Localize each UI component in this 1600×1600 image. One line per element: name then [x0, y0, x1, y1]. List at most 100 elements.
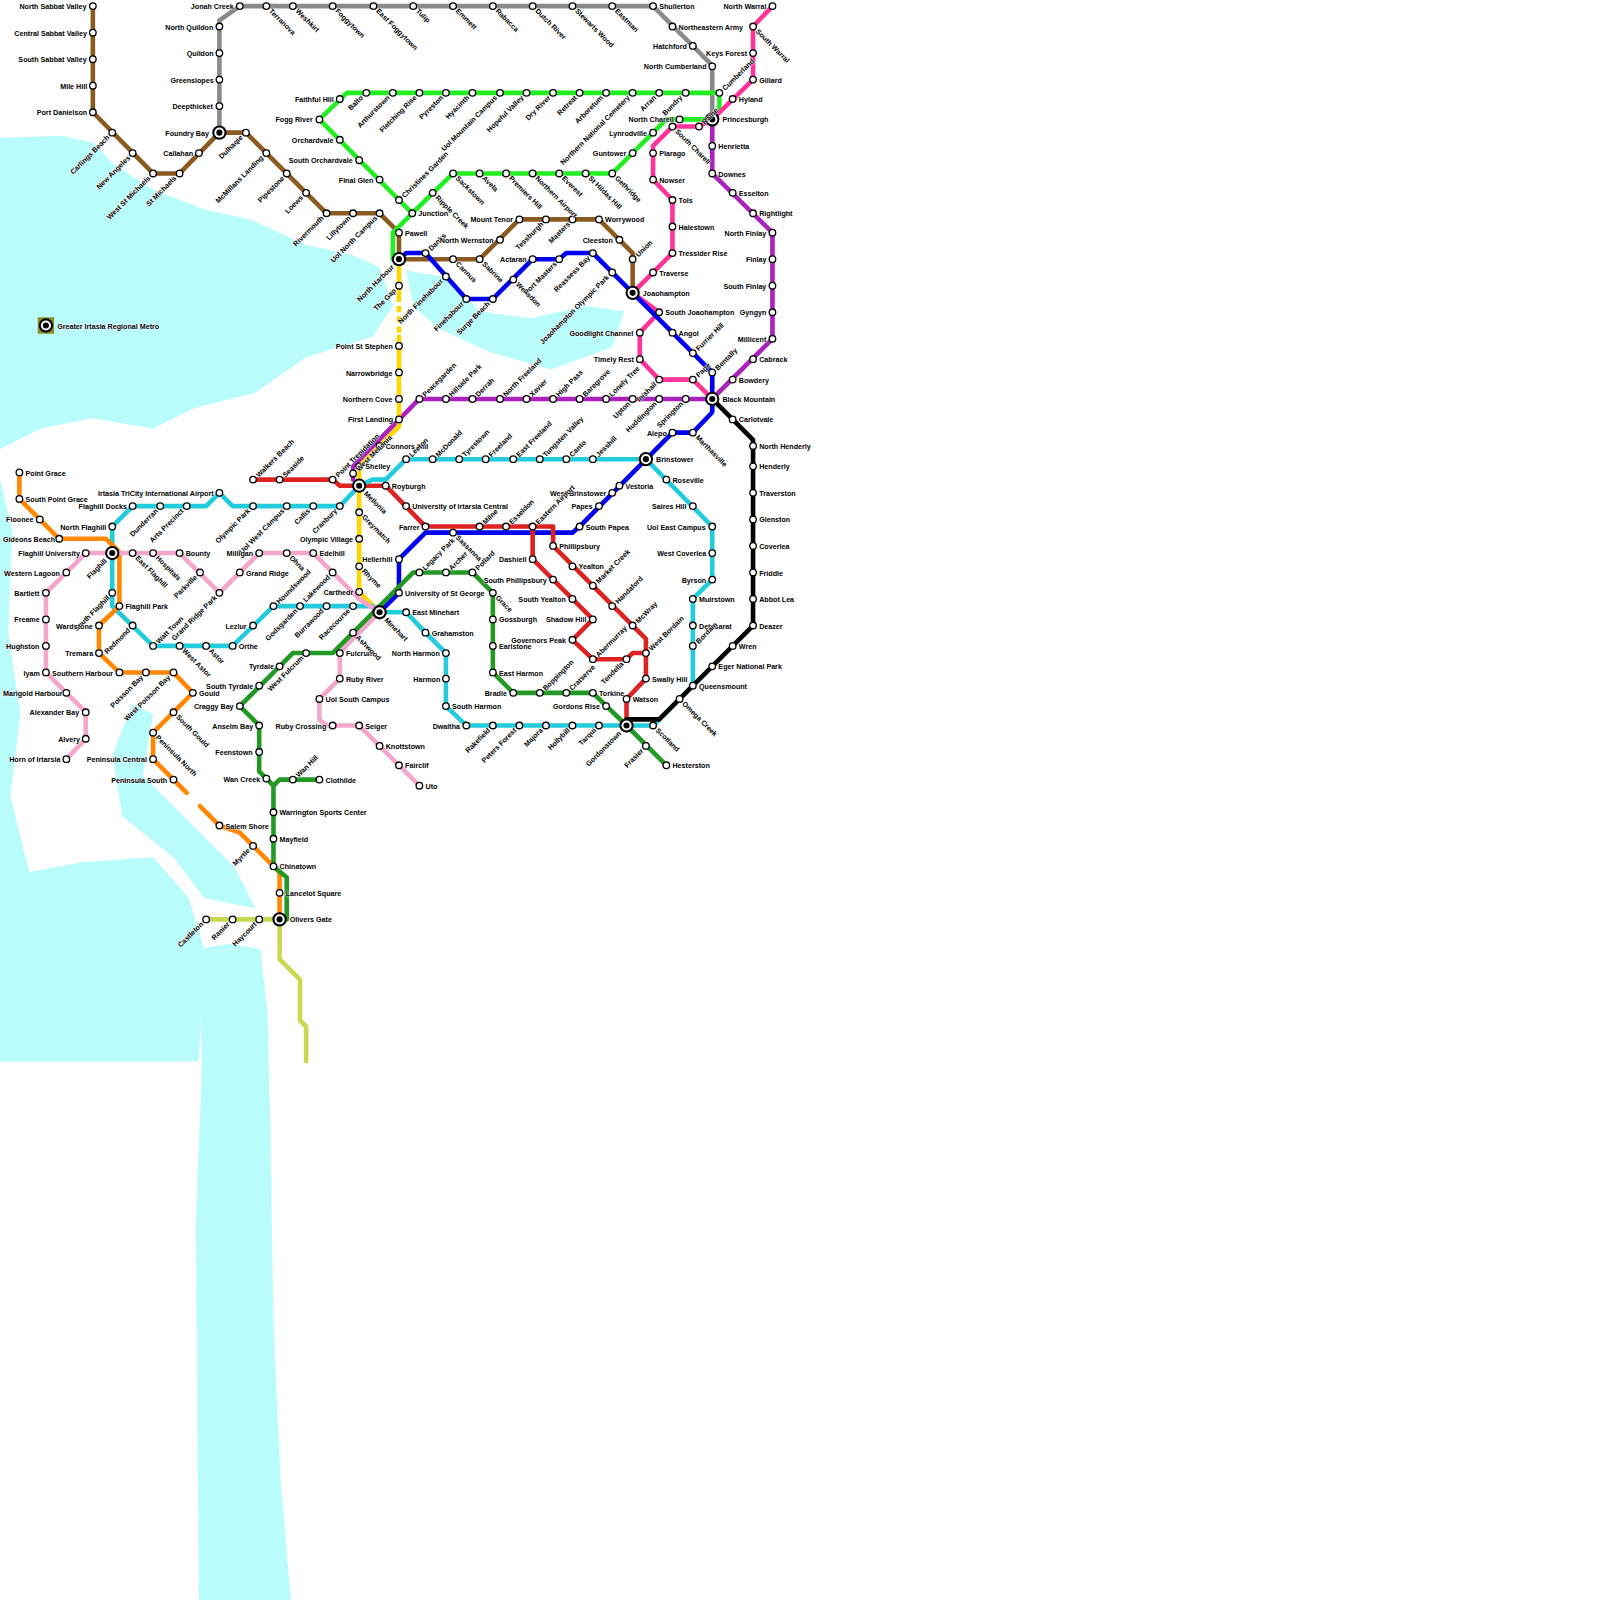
interchange-symbol	[374, 607, 384, 617]
station-label: Dry River	[524, 93, 553, 122]
station-label: South Finlay	[723, 281, 766, 290]
station-label: North Henderly	[759, 441, 811, 450]
station-label: South Joaohampton	[665, 308, 734, 317]
station-label: Bradie	[485, 688, 507, 697]
station-dot	[250, 843, 257, 850]
station-label: Cabrack	[759, 355, 787, 364]
station-label: South Orchardvale	[289, 156, 353, 165]
interchange-symbol	[274, 914, 284, 924]
station-label: Tois	[679, 195, 693, 204]
station-dot	[529, 523, 536, 530]
station-dot	[590, 456, 597, 463]
station-dot	[669, 429, 676, 436]
station-dot	[637, 356, 644, 363]
station-dot	[310, 550, 317, 557]
station-label: Alexander Bay	[30, 708, 80, 717]
station-dot	[283, 550, 290, 557]
station-label: Vestoria	[626, 481, 654, 490]
station-label: Seiger	[365, 721, 387, 730]
interchange-symbol	[109, 550, 115, 556]
station-dot	[329, 3, 336, 10]
interchange-symbol	[621, 720, 631, 730]
station-dot	[750, 210, 757, 217]
station-dot	[729, 376, 736, 383]
station-label: Fogg River	[276, 115, 313, 124]
station-label: South Charell	[673, 127, 712, 166]
interchange-symbol	[105, 546, 119, 560]
station-dot	[690, 350, 697, 357]
station-label: Hyland	[739, 94, 763, 103]
station-dot	[690, 622, 697, 629]
station-dot	[150, 170, 157, 177]
station-label: Traverse	[659, 268, 688, 277]
station-label: North Flaghill	[60, 522, 106, 531]
station-label: Frasier	[622, 746, 645, 769]
station-label: Salem Shore	[226, 821, 269, 830]
station-label: Tressider Rise	[679, 248, 728, 257]
metro-line	[46, 553, 112, 759]
station-label: High Pass	[553, 368, 584, 399]
station-dot	[250, 503, 257, 510]
station-label: Mile Hill	[60, 81, 87, 90]
station-dot	[609, 490, 616, 497]
station-label: Flaghill Docks	[79, 502, 127, 511]
station-label: South Harmon	[452, 702, 501, 711]
station-dot	[409, 210, 416, 217]
station-label: Joaohampton	[643, 288, 690, 297]
station-dot	[229, 916, 236, 923]
station-label: Hughston	[6, 641, 39, 650]
interchange-symbol	[639, 452, 653, 466]
station-label: Traverston	[759, 488, 796, 497]
station-dot	[90, 82, 97, 89]
station-dot	[596, 216, 603, 223]
interchange-symbol	[372, 605, 386, 619]
station-dot	[516, 216, 523, 223]
station-label: Seaside	[280, 454, 306, 480]
station-dot	[216, 590, 223, 597]
station-dot	[609, 3, 616, 10]
station-dot	[663, 762, 670, 769]
station-dot	[256, 916, 263, 923]
station-label: Central Sabbat Valley	[14, 28, 87, 37]
interchange-symbol	[623, 722, 629, 728]
station-dot	[576, 90, 583, 97]
station-dot	[422, 629, 429, 636]
station-label: Orchardvale	[292, 135, 334, 144]
station-dot	[176, 550, 183, 557]
station-dot	[709, 550, 716, 557]
station-dot	[190, 690, 197, 697]
station-label: Christines Garden	[399, 149, 449, 199]
station-label: Tulip	[414, 7, 432, 25]
station-label: Iyam	[23, 668, 39, 677]
station-dot	[669, 123, 676, 130]
station-dot	[129, 503, 136, 510]
station-dot	[690, 503, 697, 510]
station-dot	[429, 456, 436, 463]
station-label: Western Lagoon	[4, 568, 60, 577]
station-label: North Harmon	[392, 648, 440, 657]
station-dot	[270, 836, 277, 843]
station-label: Northern Cove	[343, 394, 393, 403]
station-dot	[576, 523, 583, 530]
station-label: Everest	[560, 174, 585, 199]
station-label: Ruby River	[346, 674, 384, 683]
station-dot	[316, 696, 323, 703]
station-label: Bentally	[713, 346, 739, 372]
station-label: Angol	[679, 328, 699, 337]
interchange-symbol	[212, 126, 226, 140]
station-label: Gideons Beach	[3, 534, 55, 543]
station-dot	[376, 743, 383, 750]
station-label: Springton	[655, 399, 685, 429]
station-dot	[203, 916, 210, 923]
metro-line	[112, 553, 419, 786]
interchange-symbol	[216, 130, 222, 136]
station-label: Watson	[633, 694, 659, 703]
station-dot	[490, 590, 497, 597]
station-label: Earlstone	[499, 641, 532, 650]
station-dot	[476, 523, 483, 530]
station-dot	[682, 90, 689, 97]
station-dot	[629, 90, 636, 97]
station-label: Abermurray	[593, 624, 628, 659]
station-dot	[497, 237, 504, 244]
station-label: Redmond	[103, 626, 133, 656]
